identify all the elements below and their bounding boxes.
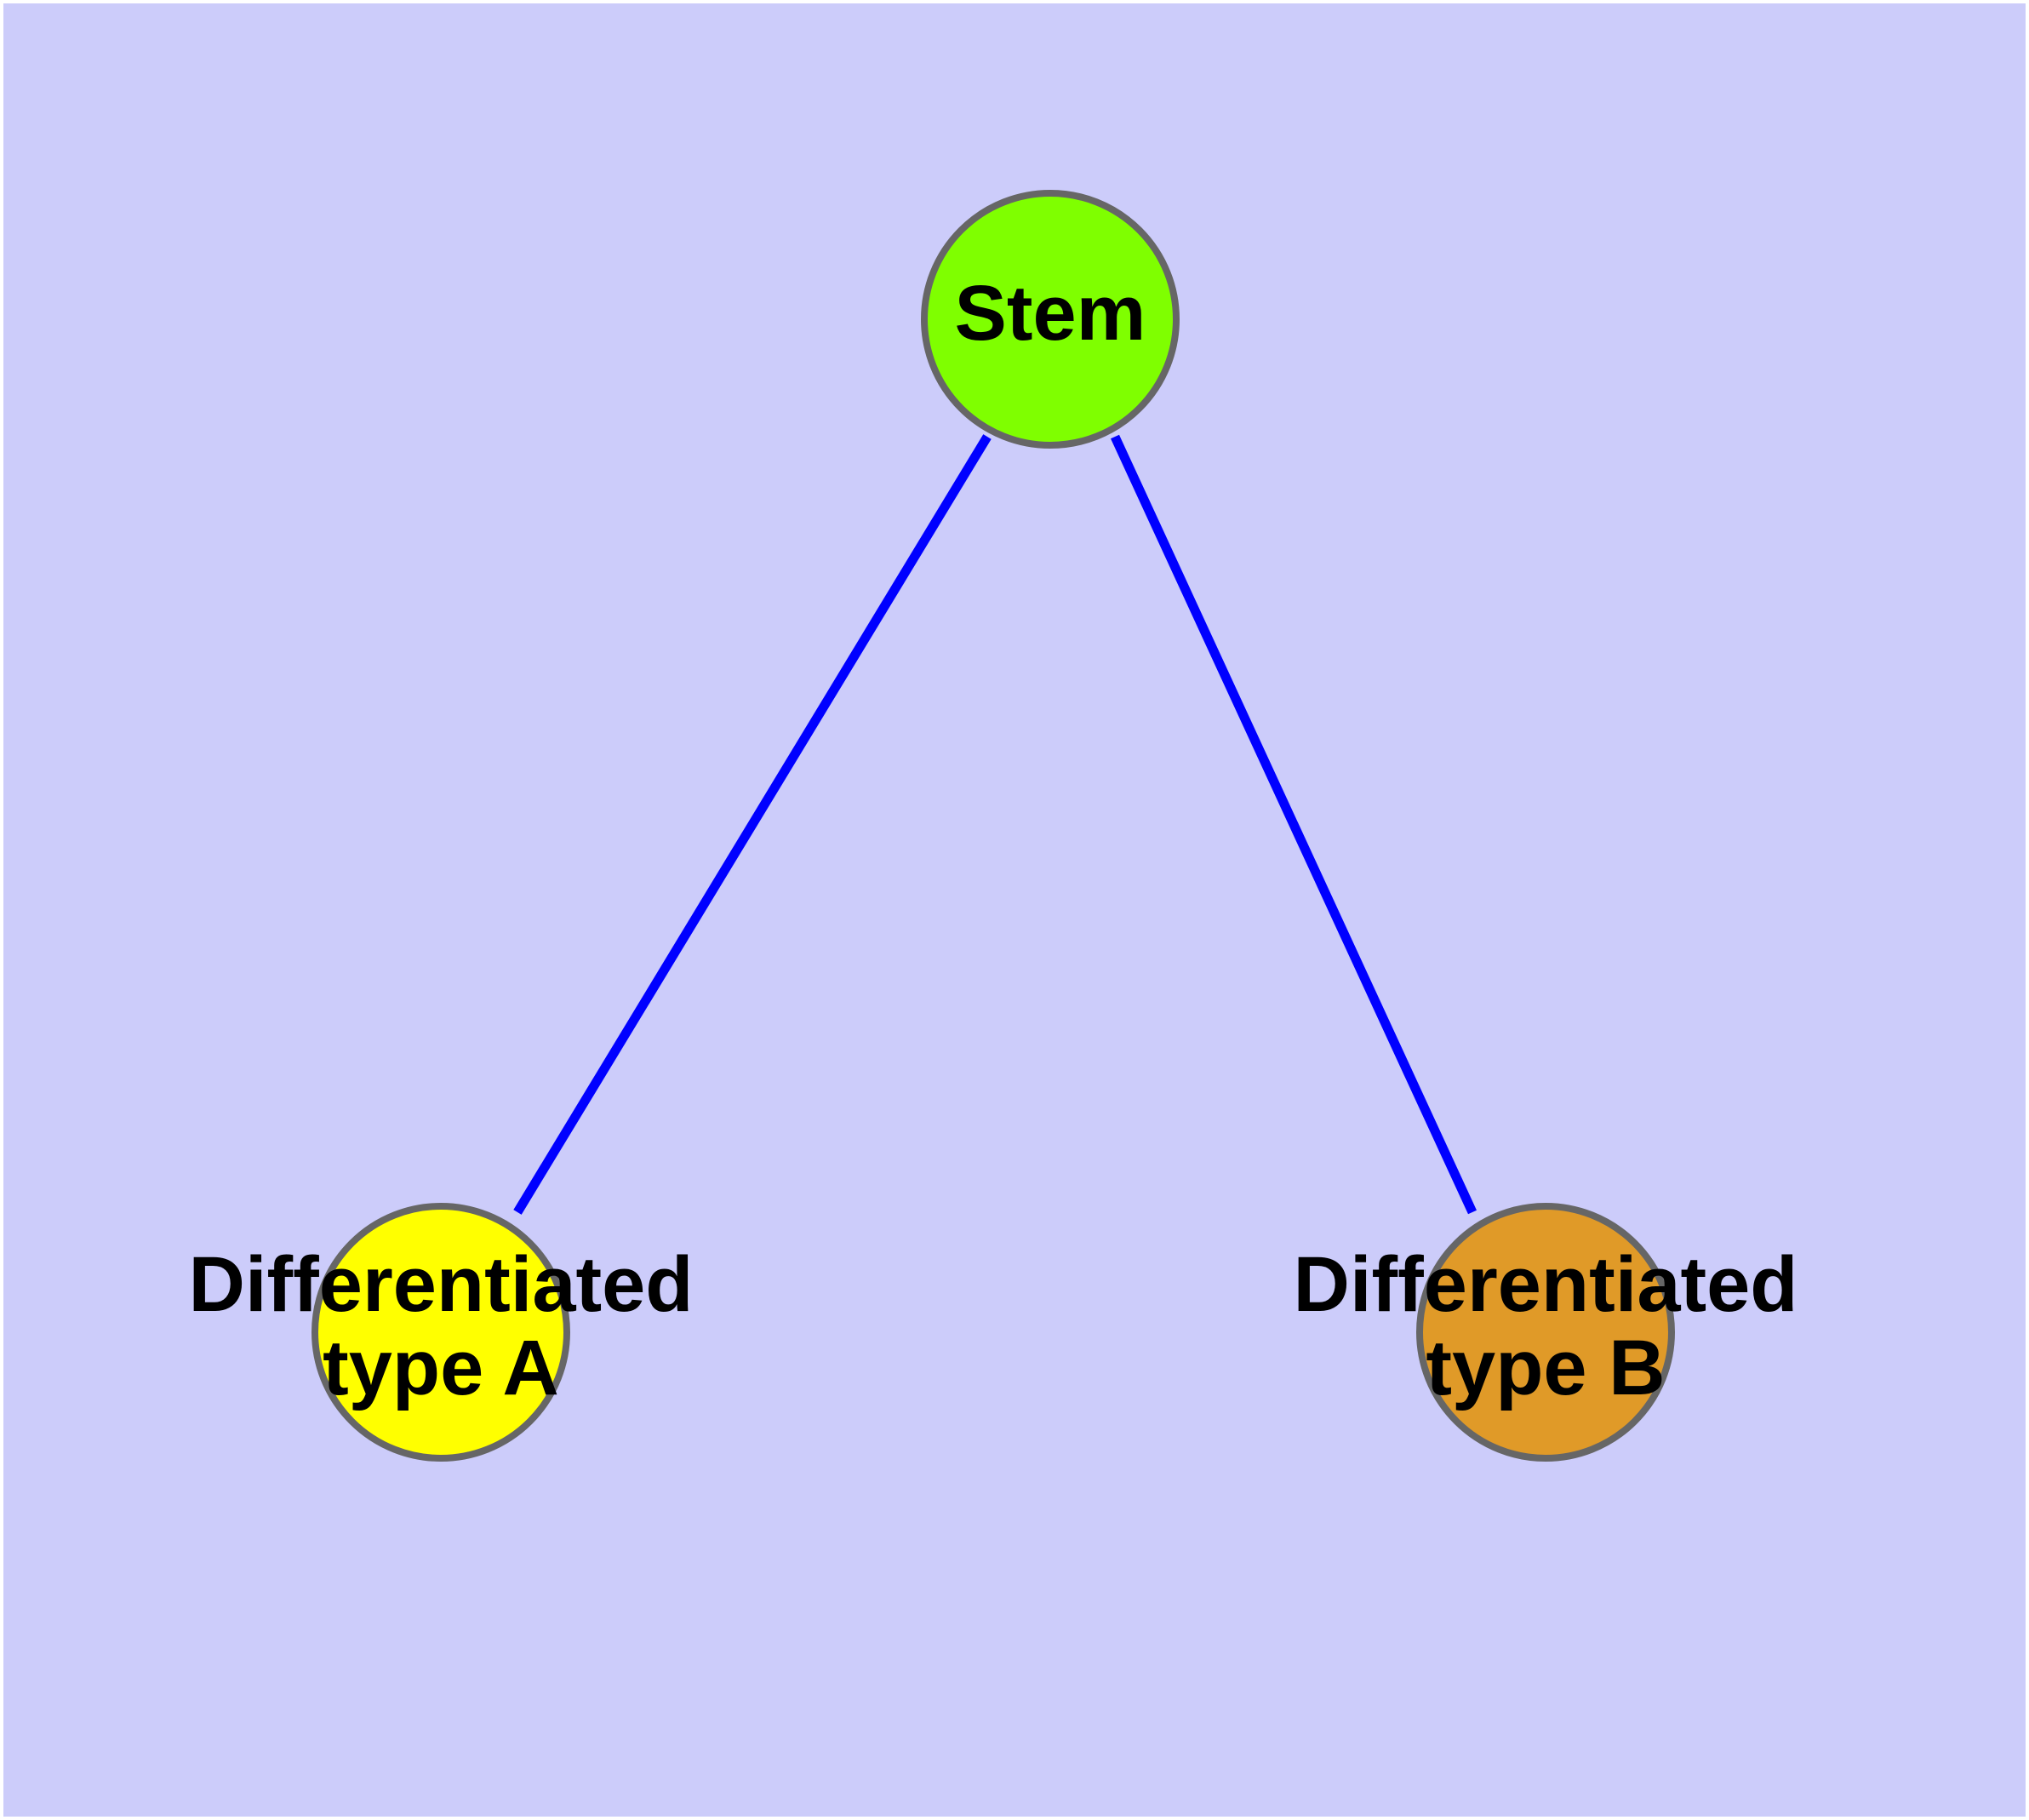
edges-layer	[513, 434, 1477, 1215]
graph-node-stem[interactable]: Stem	[921, 190, 1180, 449]
node-circle-diff_b[interactable]	[1416, 1203, 1675, 1462]
node-label-stem: Stem	[955, 270, 1146, 357]
graph-edge-stem-diff_b[interactable]	[1111, 434, 1477, 1215]
node-label-line: type A	[323, 1325, 559, 1411]
graph-edge-stem-diff_a[interactable]	[513, 434, 992, 1215]
node-circle-stem[interactable]	[921, 190, 1180, 449]
node-label-line: Differentiated	[189, 1242, 694, 1329]
node-label-line: Stem	[955, 270, 1146, 357]
node-circle-diff_a[interactable]	[311, 1203, 570, 1462]
node-label-line: Differentiated	[1294, 1242, 1798, 1329]
node-label-line: type B	[1426, 1325, 1665, 1411]
